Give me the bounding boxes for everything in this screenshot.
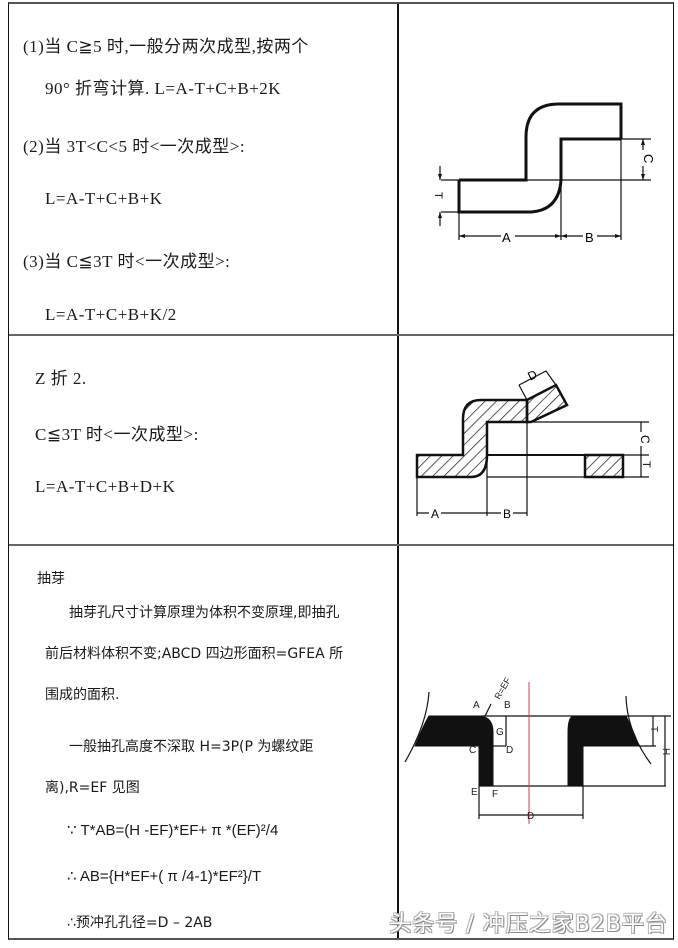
row2-line-1: Z 折 2. (35, 369, 87, 388)
row1-line-4: L=A-T+C+B+K (45, 189, 163, 208)
point-D: D (506, 745, 513, 756)
label-C: C (638, 435, 652, 444)
dim-T: T (648, 726, 659, 732)
row1-line-3: (2)当 3T<C<5 时<一次成型>: (23, 137, 246, 156)
z-bend-2-diagram: A B C T D (401, 349, 671, 529)
section-title: 抽芽 (37, 571, 65, 587)
column-divider (397, 4, 399, 938)
row1-line-5: (3)当 C≦3T 时<一次成型>: (23, 252, 231, 271)
row3-formula-2: ∴ AB={H*EF+( π /4-1)*EF²}/T (67, 868, 262, 885)
row2-text-cell: Z 折 2. C≦3T 时<一次成型>: L=A-T+C+B+D+K (9, 336, 397, 544)
label-C: C (641, 154, 656, 163)
row3-line-1: 抽芽孔尺寸计算原理为体积不变原理,即抽孔 (69, 605, 340, 621)
label-T: T (432, 192, 444, 199)
point-C: C (469, 745, 476, 756)
row3-line-3: 围成的面积. (45, 687, 120, 703)
burring-hole-diagram: A B G C D E F D T H R=EF (401, 664, 673, 834)
row3-text-cell: 抽芽 抽芽孔尺寸计算原理为体积不变原理,即抽孔 前后材料体积不变;ABCD 四边… (9, 546, 397, 942)
row1-text-cell: (1)当 C≧5 时,一般分两次成型,按两个 90° 折弯计算. L=A-T+C… (9, 4, 397, 334)
point-F: F (492, 789, 498, 800)
formula-table: (1)当 C≧5 时,一般分两次成型,按两个 90° 折弯计算. L=A-T+C… (8, 2, 674, 940)
row1-line-6: L=A-T+C+B+K/2 (45, 305, 177, 324)
label-T: T (640, 461, 652, 468)
row3-formula-1: ∵ T*AB=(H -EF)*EF+ π *(EF)²/4 (67, 822, 279, 839)
row2-line-3: L=A-T+C+B+D+K (35, 477, 176, 496)
point-A: A (473, 700, 480, 711)
row-divider-2 (9, 544, 673, 546)
row1-line-2: 90° 折弯计算. L=A-T+C+B+2K (45, 79, 282, 98)
row-divider-1 (9, 334, 673, 336)
label-A: A (431, 507, 439, 521)
label-B: B (585, 230, 594, 245)
point-G: G (496, 727, 504, 738)
z-bend-diagram: A B C T (401, 62, 671, 262)
radius-label: R=EF (492, 675, 513, 701)
row3-line-4: 一般抽孔高度不深取 H=3P(P 为螺纹距 (69, 739, 314, 755)
point-B: B (504, 700, 511, 711)
row3-line-5: 离),R=EF 见图 (45, 780, 140, 796)
dim-D: D (527, 811, 534, 822)
row3-line-2: 前后材料体积不变;ABCD 四边形面积=GFEA 所 (45, 646, 344, 662)
dim-H: H (660, 748, 671, 755)
label-A: A (502, 230, 511, 245)
point-E: E (471, 787, 478, 798)
row2-line-2: C≦3T 时<一次成型>: (35, 425, 199, 444)
watermark: 头条号 / 冲压之家B2B平台 (389, 912, 668, 937)
row1-line-1: (1)当 C≧5 时,一般分两次成型,按两个 (23, 37, 309, 56)
row3-formula-3: ∴预冲孔孔径=D – 2AB (67, 915, 213, 931)
label-B: B (503, 507, 511, 521)
